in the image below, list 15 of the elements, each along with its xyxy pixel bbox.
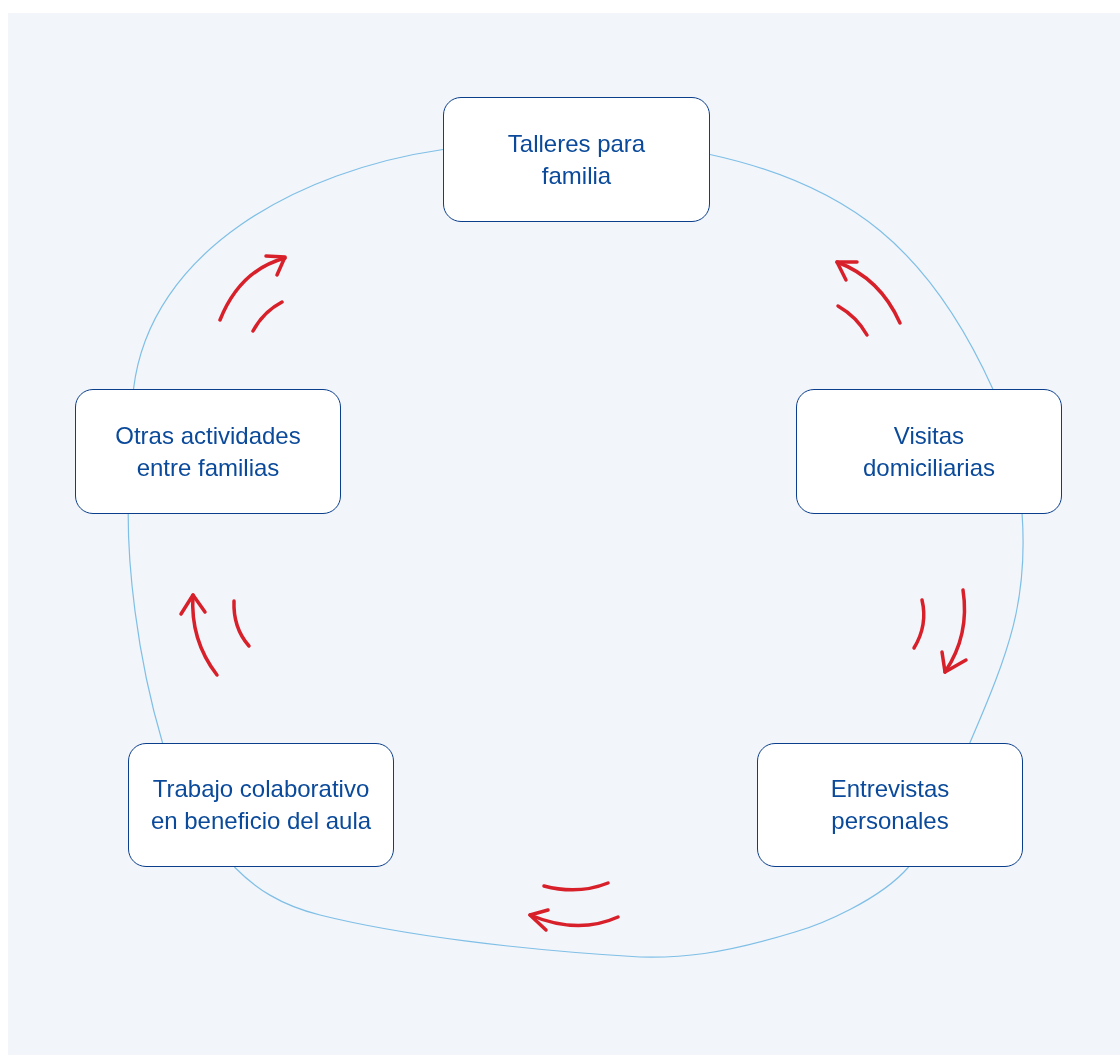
connector-line	[969, 513, 1024, 744]
node-label: Entrevistas personales	[829, 774, 951, 836]
process-box	[757, 743, 1023, 867]
node-label: Talleres para familia	[506, 128, 647, 191]
connector-line	[132, 148, 444, 390]
node-label: Trabajo colaborativo en beneficio del aula	[149, 774, 373, 836]
node-label: Visitas domiciliarias	[861, 420, 996, 483]
connector-line	[233, 866, 910, 958]
process-box	[128, 743, 394, 867]
process-box	[443, 97, 710, 222]
connector-line	[709, 153, 994, 390]
process-box	[796, 389, 1062, 514]
node-label: Otras actividades entre familias	[114, 420, 302, 483]
process-box	[75, 389, 341, 514]
connector-line	[127, 513, 164, 744]
